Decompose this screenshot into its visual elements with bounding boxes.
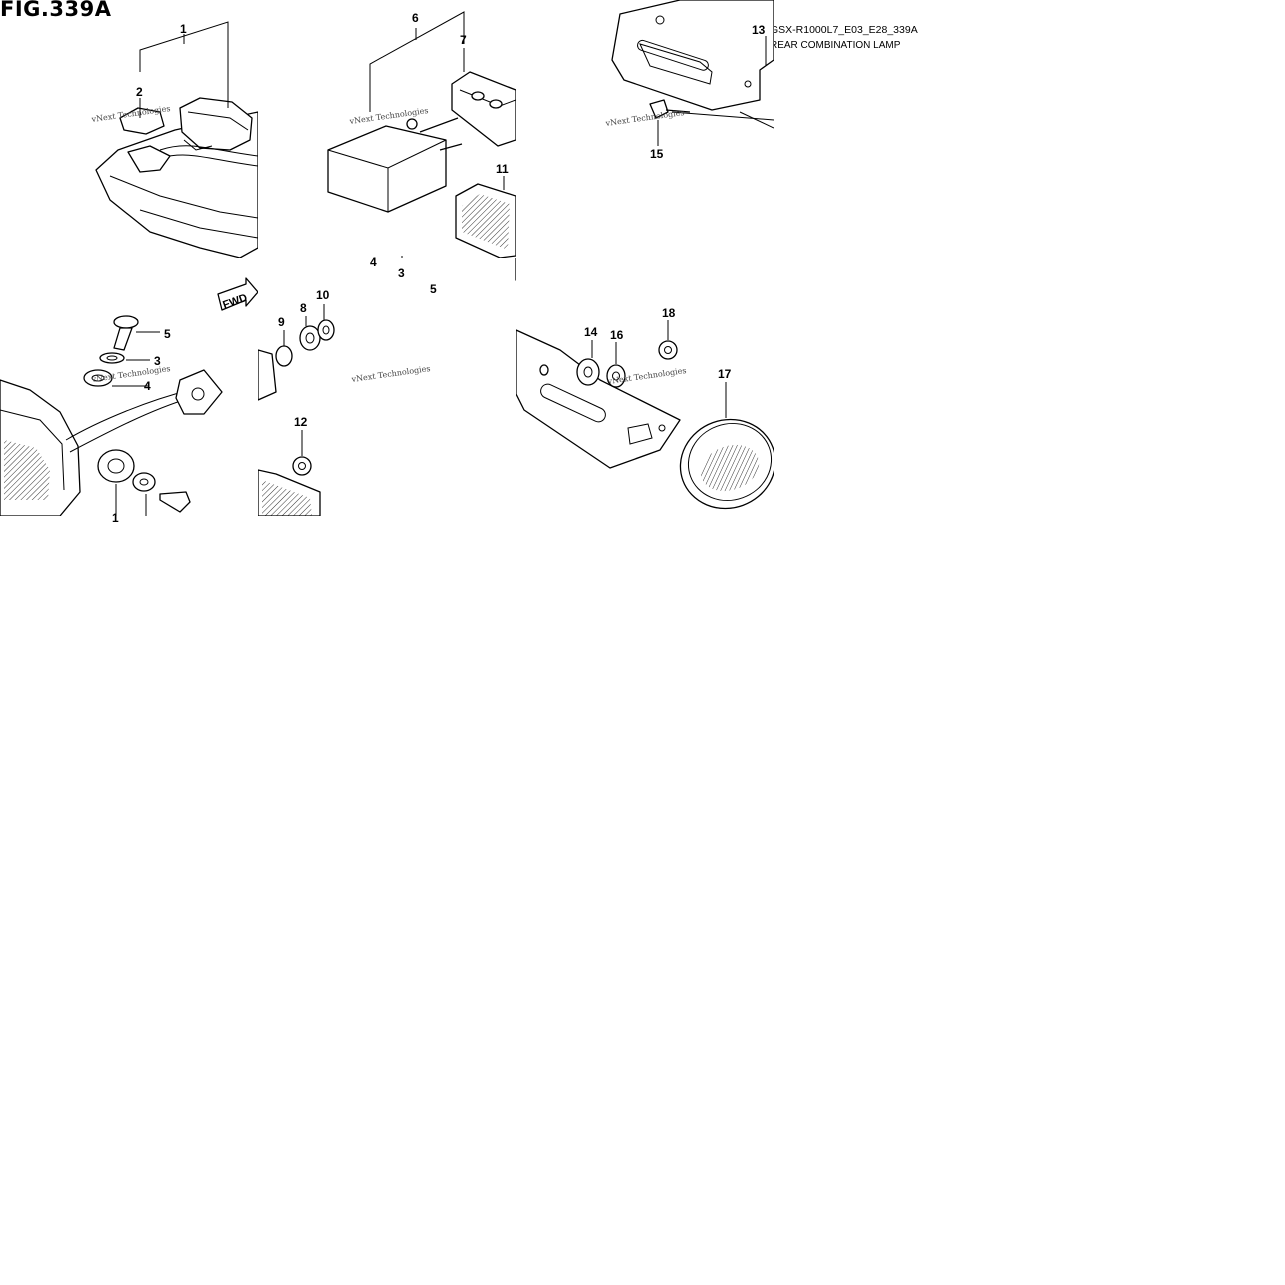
- callout-4: 4: [144, 379, 151, 393]
- callout-3-top: 3: [398, 266, 405, 280]
- assembly-name: REAR COMBINATION LAMP: [770, 40, 901, 51]
- watermark: vNext Technologies: [90, 364, 171, 384]
- license-bracket: [611, 0, 774, 146]
- callout-7: 7: [460, 33, 467, 47]
- callout-13: 13: [752, 23, 766, 37]
- callout-2: 2: [136, 85, 143, 99]
- callout-18: 18: [662, 306, 676, 320]
- callout-11: 11: [496, 162, 509, 176]
- callout-17: 17: [718, 367, 732, 381]
- callout-12: 12: [294, 415, 308, 429]
- callout-4-top: 4: [370, 255, 377, 269]
- callout-5: 5: [164, 327, 171, 341]
- tail-lamp-fender: [95, 21, 258, 258]
- callout-5-top: 5: [430, 282, 437, 296]
- callout-10: 10: [316, 288, 330, 302]
- lamp-module: [327, 11, 516, 258]
- figure-caption: GSX-R1000L7_E03_E28_339A REAR COMBINATIO…: [770, 22, 918, 54]
- callout-6: 6: [412, 11, 419, 25]
- callout-15: 15: [650, 147, 664, 161]
- callout-1: 1: [180, 22, 187, 36]
- fwd-arrow-icon: [217, 277, 258, 311]
- drawing-code: GSX-R1000L7_E03_E28_339A: [770, 24, 918, 36]
- callout-16: 16: [610, 328, 624, 342]
- reflector-bracket: [516, 320, 774, 510]
- figure-title: FIG.339A: [0, 0, 112, 21]
- spacer-hardware: [258, 258, 516, 516]
- tail-lamp-assembly: [0, 277, 258, 516]
- callout-1-bottom: 1: [112, 511, 119, 525]
- callout-8: 8: [300, 301, 307, 315]
- callout-3: 3: [154, 354, 161, 368]
- callout-14: 14: [584, 325, 598, 339]
- callout-9: 9: [278, 315, 285, 329]
- callout-labels: 1 2 6 7 11 4 3 5 5 3 4 9 8 10 12 13 15 1…: [112, 11, 766, 525]
- watermark: vNext Technologies: [604, 108, 685, 128]
- watermark: vNext Technologies: [350, 364, 431, 384]
